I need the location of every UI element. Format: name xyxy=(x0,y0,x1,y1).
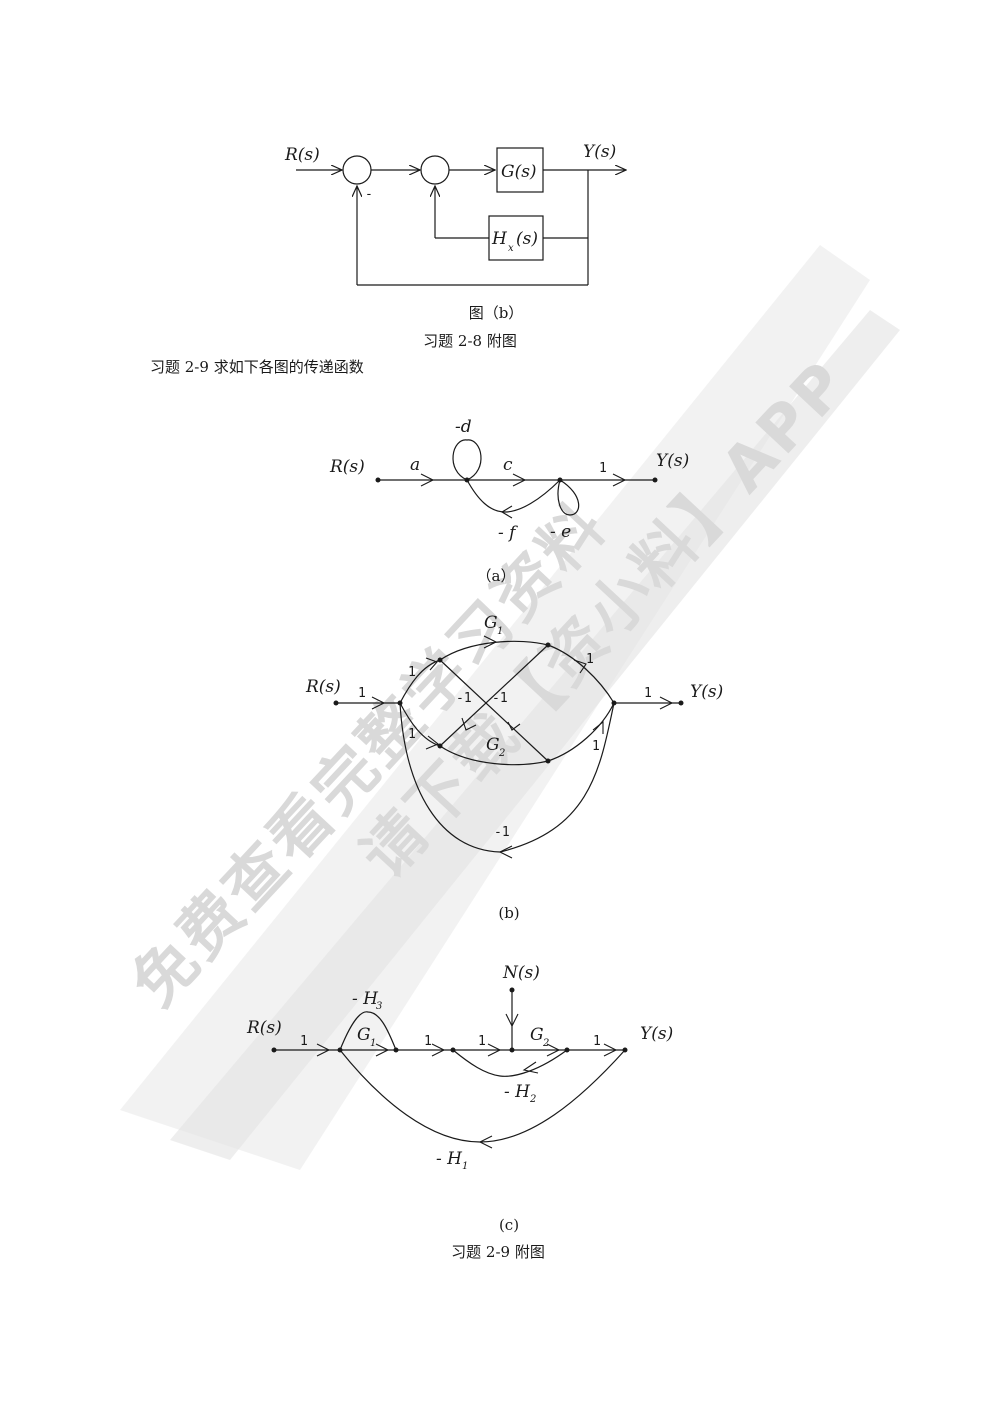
summing-junction-2 xyxy=(420,155,450,185)
c-h3-sub: 3 xyxy=(376,1001,382,1012)
c-h3-label: - H xyxy=(352,989,379,1009)
c-g1-label: G xyxy=(357,1025,371,1045)
block-h-tail: (s) xyxy=(516,229,538,249)
c-gain-one3: 1 xyxy=(478,1034,486,1049)
c-gain-one1: 1 xyxy=(300,1034,308,1049)
c-input-label: R(s) xyxy=(246,1018,282,1038)
b-g1-out: 1 xyxy=(586,652,594,667)
fig-c-caption: (c) xyxy=(499,1216,519,1234)
block-g-label: G(s) xyxy=(501,162,537,182)
a-output-label: Y(s) xyxy=(656,451,689,471)
c-gain-one2: 1 xyxy=(424,1034,432,1049)
b-cross1: -1 xyxy=(456,691,472,706)
output-label: Y(s) xyxy=(583,142,616,162)
b-in-gain: 1 xyxy=(358,686,366,701)
block-diagram-fig28b: R(s) - G(s) Y(s) H x (s) xyxy=(284,142,626,286)
b-out-gain: 1 xyxy=(644,686,652,701)
b-g1-sub: 1 xyxy=(497,626,503,637)
a-loop-e: - e xyxy=(550,522,571,542)
b-bottom: -1 xyxy=(494,825,510,840)
b-g2-label: G xyxy=(486,735,500,755)
a-loop-f: - f xyxy=(498,523,518,543)
block-h-sub: x xyxy=(508,243,514,254)
c-g1-sub: 1 xyxy=(370,1038,376,1049)
minus-sign: - xyxy=(365,187,373,202)
b-g2-out: 1 xyxy=(592,739,600,754)
fig28-subcaption: 图（b） xyxy=(469,304,524,322)
signal-flow-graph-b: R(s) Y(s) 1 1 1 G 1 1 xyxy=(305,613,723,859)
final-caption: 习题 2-9 附图 xyxy=(451,1243,545,1261)
c-h1-sub: 1 xyxy=(462,1161,468,1172)
b-down-gain: 1 xyxy=(408,727,416,742)
a-gain-one: 1 xyxy=(599,461,607,476)
fig-b-caption: (b) xyxy=(498,904,519,922)
c-gain-one4: 1 xyxy=(593,1034,601,1049)
c-h2-label: - H xyxy=(504,1082,531,1102)
a-loop-d: -d xyxy=(455,417,472,437)
b-g2-sub: 2 xyxy=(498,748,505,759)
c-noise-label: N(s) xyxy=(502,963,540,983)
b-cross2: -1 xyxy=(492,691,508,706)
a-gain-a: a xyxy=(410,455,420,475)
b-input-label: R(s) xyxy=(305,677,341,697)
c-h2-sub: 2 xyxy=(529,1094,536,1105)
b-g1-label: G xyxy=(484,613,498,633)
c-g2-sub: 2 xyxy=(542,1038,549,1049)
problem-statement: 习题 2-9 求如下各图的传递函数 xyxy=(150,358,364,376)
b-output-label: Y(s) xyxy=(690,682,723,702)
c-g2-label: G xyxy=(530,1025,544,1045)
fig-a-caption: （a） xyxy=(477,567,516,585)
b-up-gain: 1 xyxy=(408,665,416,680)
input-label: R(s) xyxy=(284,145,320,165)
signal-flow-graph-c: R(s) Y(s) N(s) 1 1 1 1 G 1 G 2 xyxy=(246,963,673,1172)
signal-flow-graph-a: R(s) Y(s) a c 1 -d - f - e xyxy=(329,417,689,543)
c-h1-label: - H xyxy=(436,1149,463,1169)
summing-junction-1 xyxy=(342,155,372,185)
block-h-label: H xyxy=(491,229,508,249)
fig28-caption: 习题 2-8 附图 xyxy=(423,332,517,350)
a-input-label: R(s) xyxy=(329,457,365,477)
c-output-label: Y(s) xyxy=(640,1024,673,1044)
a-gain-c: c xyxy=(503,455,513,475)
